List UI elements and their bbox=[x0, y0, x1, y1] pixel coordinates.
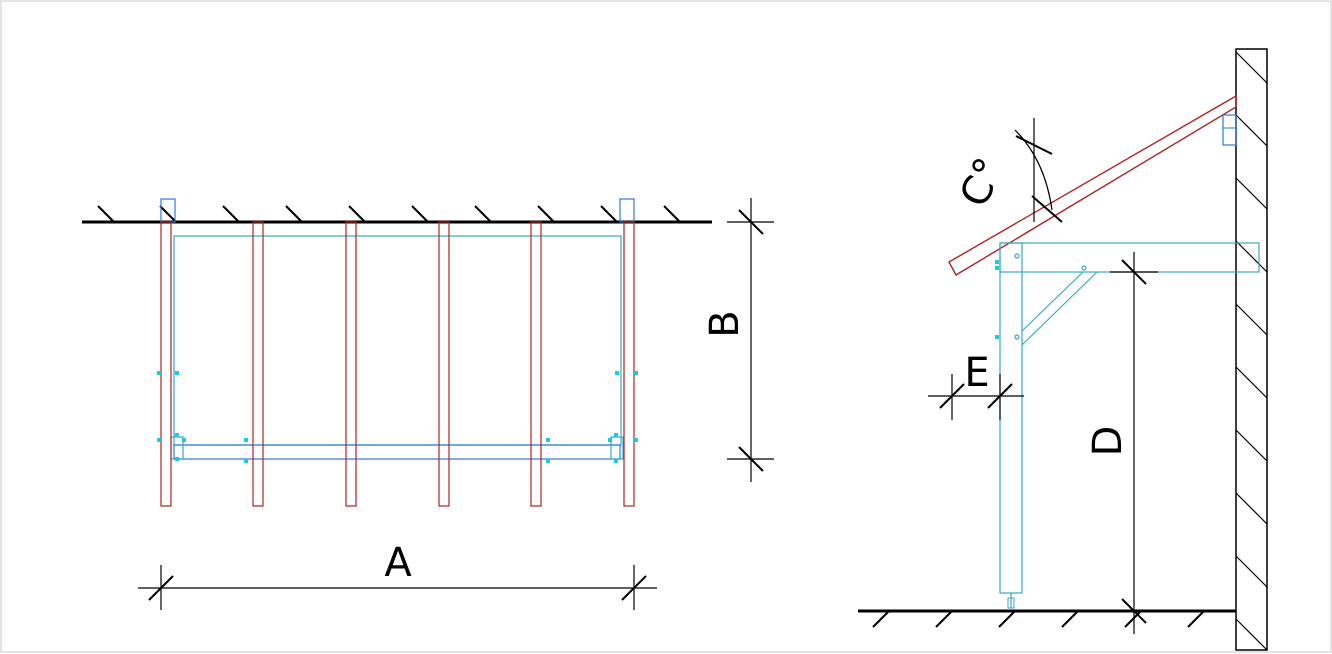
frame-outline bbox=[173, 235, 622, 446]
rafter bbox=[160, 221, 172, 507]
dimension-d-label: D bbox=[1085, 426, 1131, 457]
dimension-a bbox=[138, 565, 657, 610]
wall-bracket-right bbox=[619, 198, 635, 223]
wall-section-hatching bbox=[1235, 51, 1268, 651]
rafter bbox=[438, 221, 450, 507]
rafter bbox=[623, 221, 635, 507]
wall-hatching bbox=[97, 205, 681, 223]
knee-brace bbox=[1014, 253, 1098, 346]
sloped-rafter bbox=[948, 94, 1237, 276]
section-view: C° D E bbox=[858, 48, 1268, 651]
dimension-b bbox=[727, 198, 774, 482]
dimension-c bbox=[1014, 118, 1063, 223]
dimension-b-label: B bbox=[702, 310, 748, 337]
post-anchor bbox=[1007, 597, 1015, 609]
ground-hatching bbox=[872, 610, 1205, 628]
rafter bbox=[345, 221, 357, 507]
dimension-c-label: C° bbox=[951, 151, 1013, 214]
fastener-markers bbox=[157, 371, 638, 463]
dimension-e-label: E bbox=[964, 350, 989, 396]
dimension-a-label: A bbox=[384, 540, 412, 586]
wall-ledger bbox=[1222, 114, 1237, 146]
post bbox=[999, 242, 1023, 594]
rafter bbox=[252, 221, 264, 507]
rafter bbox=[530, 221, 542, 507]
front-beam bbox=[173, 444, 621, 460]
rafters bbox=[160, 221, 635, 507]
wall bbox=[1235, 48, 1268, 651]
dimension-e bbox=[928, 374, 1024, 420]
plan-view: A B bbox=[82, 198, 774, 610]
section-markers bbox=[995, 260, 999, 339]
post-left bbox=[170, 436, 184, 460]
dimension-d bbox=[1110, 252, 1158, 634]
